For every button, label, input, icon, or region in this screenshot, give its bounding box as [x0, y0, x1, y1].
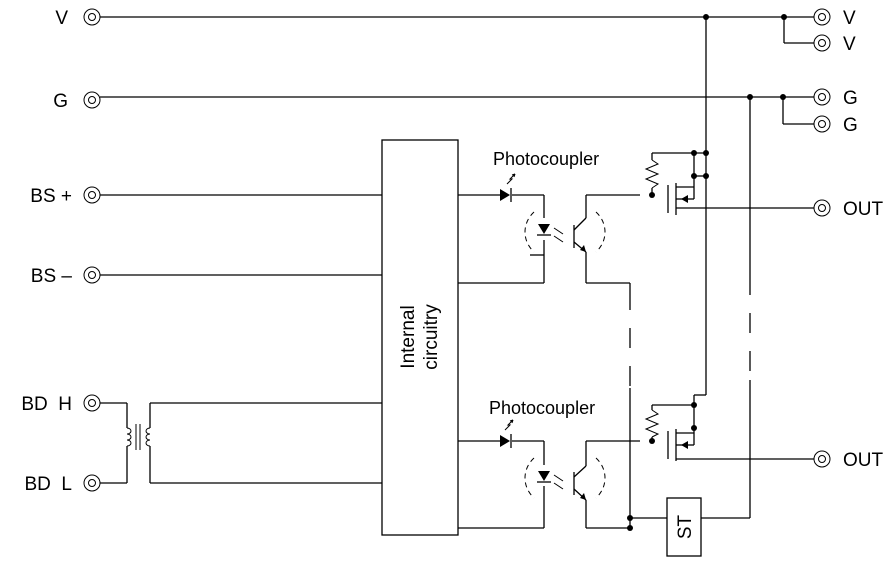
photocoupler-label-1: Photocoupler	[493, 149, 599, 169]
terminal-bs-plus: BS +	[30, 186, 101, 207]
terminal-bd-l: BD L	[24, 474, 101, 495]
terminal-label: BD L	[24, 474, 72, 495]
terminal-g-right-1: G	[813, 88, 858, 109]
v-rail	[100, 14, 814, 395]
terminal-bs-minus: BS –	[31, 266, 101, 287]
phototransistor-icon	[573, 457, 606, 501]
diode-icon	[500, 173, 516, 202]
terminal-v-right-1: V	[813, 8, 856, 29]
terminal-label: OUT	[843, 450, 884, 471]
st-label: ST	[675, 514, 696, 539]
terminal-bd-h: BD H	[21, 394, 101, 415]
terminal-label: BD H	[21, 394, 72, 415]
terminal-label: BS –	[31, 266, 73, 287]
resistor-icon	[644, 150, 709, 198]
terminal-label: V	[843, 34, 856, 55]
mosfet-icon	[667, 153, 814, 215]
internal-circuitry-label-line1: Internal	[398, 305, 419, 368]
terminal-v-right-2: V	[813, 34, 856, 55]
phototransistor-icon	[573, 211, 606, 253]
resistor-icon	[644, 394, 706, 444]
terminal-label: BS +	[30, 186, 72, 207]
terminal-out-2: OUT	[813, 450, 884, 471]
terminal-g-right-2: G	[813, 115, 858, 136]
input-wires	[100, 194, 382, 484]
terminal-label: G	[843, 115, 858, 136]
terminal-label: G	[843, 88, 858, 109]
transformer-icon	[126, 403, 151, 483]
diode-icon	[500, 419, 514, 448]
terminal-label: V	[843, 8, 856, 29]
led-icon	[524, 457, 564, 499]
channel-1-wiring	[458, 194, 640, 518]
terminal-v-left: V	[55, 8, 101, 29]
internal-circuitry-label-line2: circuitry	[421, 304, 442, 370]
photocoupler-label-2: Photocoupler	[489, 398, 595, 418]
st-block: ST	[666, 497, 702, 557]
g-rail	[100, 94, 814, 519]
terminal-label: G	[53, 91, 68, 112]
terminal-out-1: OUT	[813, 199, 884, 220]
internal-circuitry-block: Internal circuitry	[381, 139, 459, 536]
led-icon	[524, 211, 564, 253]
mosfet-icon	[667, 405, 814, 461]
terminal-label: OUT	[843, 199, 884, 220]
terminal-label: V	[55, 8, 68, 29]
terminal-g-left: G	[53, 91, 101, 112]
channel-2-wiring	[458, 440, 667, 531]
